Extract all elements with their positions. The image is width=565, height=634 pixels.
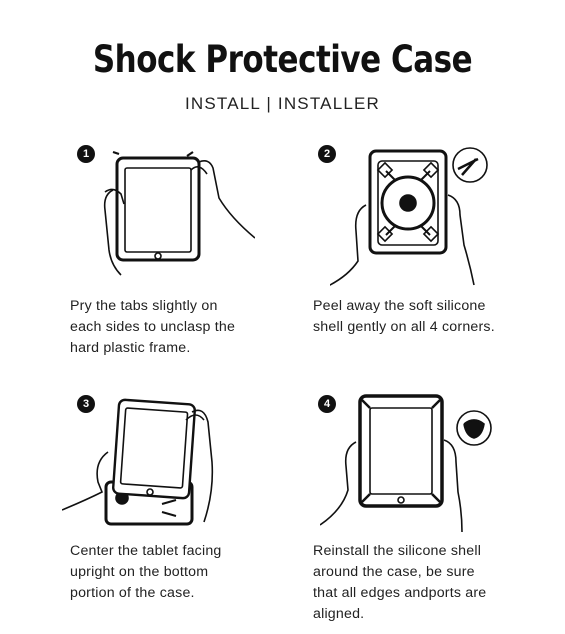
step-4-line: Reinstall the silicone shell (313, 543, 482, 559)
page-title: Shock Protective Case (92, 38, 473, 81)
step-3-number-badge: 3 (77, 395, 95, 413)
step-1-line: Pry the tabs slightly on (70, 298, 218, 314)
step-4-line: around the case, be sure (313, 564, 475, 580)
step-1-line: each sides to unclasp the (70, 319, 236, 335)
step-4-line: aligned. (313, 606, 365, 622)
step-2-line: shell gently on all 4 corners. (313, 319, 495, 335)
step-2-line: Peel away the soft silicone (313, 298, 486, 314)
step-2-illustration (330, 147, 488, 286)
step-4-description: Reinstall the silicone shell around the … (313, 541, 486, 625)
page-subtitle: INSTALL | INSTALLER (184, 94, 381, 113)
step-4-number-badge: 4 (318, 395, 336, 413)
step-3-description: Center the tablet facing upright on the … (70, 541, 222, 604)
step-3-line: portion of the case. (70, 585, 195, 601)
step-3-illustration (62, 398, 214, 526)
step-1-description: Pry the tabs slightly on each sides to u… (70, 296, 235, 359)
step-2-description: Peel away the soft silicone shell gently… (313, 296, 495, 338)
step-4-line: that all edges andports are (313, 585, 487, 601)
step-4-illustration (320, 394, 492, 533)
step-1-line: hard plastic frame. (70, 340, 191, 356)
step-3-line: upright on the bottom (70, 564, 209, 580)
step-1-number-badge: 1 (77, 145, 95, 163)
step-1-illustration (103, 150, 255, 276)
step-3-line: Center the tablet facing (70, 543, 222, 559)
step-2-number-badge: 2 (318, 145, 336, 163)
